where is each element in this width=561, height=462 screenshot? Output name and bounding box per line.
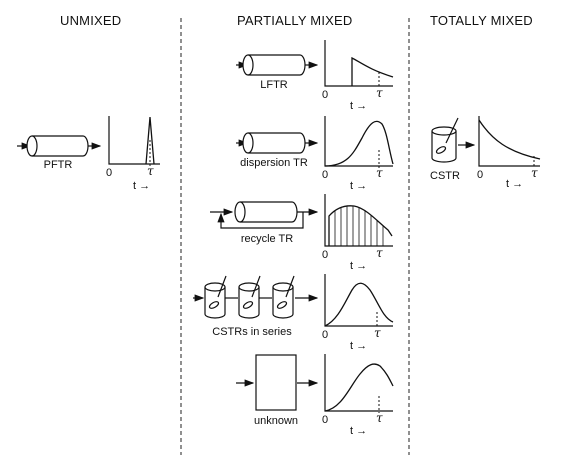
tau-dispersion: τ — [376, 166, 383, 180]
pftr-tube-icon — [26, 135, 89, 157]
dispersion-group — [236, 116, 394, 168]
time-arrow-icon: → — [356, 260, 368, 272]
pftr-spike — [145, 116, 155, 165]
tau-series: τ — [374, 326, 381, 340]
cstr-tank-1-icon — [204, 275, 227, 319]
label-cstr: CSTR — [430, 170, 460, 182]
unknown-axes — [324, 354, 393, 412]
label-unknown: unknown — [253, 415, 299, 427]
tau-cstr: τ — [531, 166, 538, 180]
label-lftr: LFTR — [260, 79, 288, 91]
time-t: t — [350, 100, 354, 112]
pftr-group — [17, 116, 160, 166]
cstr-tank-2-icon — [238, 275, 261, 319]
recycle-hatching — [334, 206, 384, 246]
time-label-series: t → — [350, 340, 367, 352]
origin-series: 0 — [322, 329, 329, 341]
time-t: t — [133, 180, 137, 192]
header-unmixed: UNMIXED — [60, 13, 122, 28]
unknown-group — [236, 354, 394, 413]
dispersion-tube-icon — [242, 132, 306, 154]
time-t: t — [350, 180, 354, 192]
recycle-curve — [328, 205, 393, 246]
label-dispersion: dispersion TR — [240, 157, 308, 169]
cstr-curve — [478, 119, 541, 160]
cstr-group — [431, 116, 541, 168]
cstr-axes — [478, 116, 540, 167]
unknown-box — [255, 354, 297, 411]
pftr-axes — [108, 116, 160, 165]
tau-lftr: τ — [376, 86, 383, 100]
header-totally-mixed: TOTALLY MIXED — [430, 13, 533, 28]
time-label-lftr: t → — [350, 100, 367, 112]
time-label-unknown: t → — [350, 425, 367, 437]
time-t: t — [350, 425, 354, 437]
dispersion-axes — [324, 116, 393, 167]
label-pftr: PFTR — [43, 159, 73, 171]
recycle-tube-icon — [234, 201, 298, 223]
tau-unknown: τ — [376, 411, 383, 425]
lftr-curve — [351, 56, 394, 86]
time-arrow-icon: → — [356, 425, 368, 437]
cstrs-series-group — [193, 274, 394, 328]
time-t: t — [506, 178, 510, 190]
series-curve — [324, 282, 394, 327]
origin-pftr: 0 — [106, 167, 113, 179]
origin-unknown: 0 — [322, 414, 329, 426]
recycle-axes — [324, 194, 393, 247]
label-cstrs-series: CSTRs in series — [212, 326, 292, 338]
unknown-curve — [324, 363, 394, 412]
recycle-loop-arrow — [217, 212, 304, 229]
header-partially-mixed: PARTIALLY MIXED — [237, 13, 353, 28]
cstr-tank-icon — [431, 117, 459, 163]
recycle-group — [210, 194, 393, 247]
time-arrow-icon: → — [512, 178, 524, 190]
time-t: t — [350, 340, 354, 352]
origin-dispersion: 0 — [322, 169, 329, 181]
time-label-cstr: t → — [506, 178, 523, 190]
tau-pftr: τ — [147, 164, 154, 178]
cstr-tank-3-icon — [272, 275, 295, 319]
label-recycle: recycle TR — [240, 233, 294, 245]
time-arrow-icon: → — [356, 340, 368, 352]
time-label-dispersion: t → — [350, 180, 367, 192]
time-arrow-icon: → — [356, 180, 368, 192]
time-arrow-icon: → — [356, 100, 368, 112]
time-label-recycle: t → — [350, 260, 367, 272]
lftr-tube-icon — [242, 54, 306, 76]
lftr-axes — [324, 40, 393, 87]
origin-recycle: 0 — [322, 249, 329, 261]
time-t: t — [350, 260, 354, 272]
origin-lftr: 0 — [322, 89, 329, 101]
dispersion-curve — [324, 120, 394, 167]
tau-recycle: τ — [376, 246, 383, 260]
time-arrow-icon: → — [139, 180, 151, 192]
time-label-pftr: t → — [133, 180, 150, 192]
lftr-group — [236, 40, 394, 88]
origin-cstr: 0 — [477, 169, 484, 181]
